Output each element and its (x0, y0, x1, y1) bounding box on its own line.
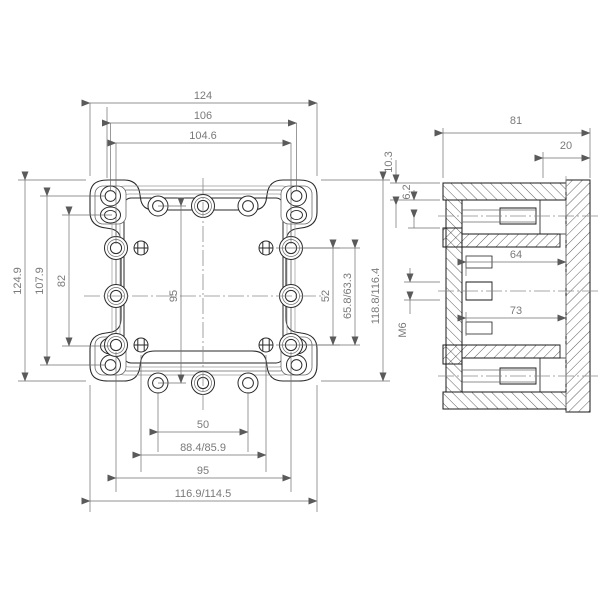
plan-view-geometry (84, 178, 325, 412)
dim-label-124-9: 124.9 (12, 267, 24, 295)
corner-lug-top-right (280, 185, 313, 225)
section-boss-top (499, 207, 537, 225)
section-view-geometry (438, 176, 598, 416)
dim-label-65-8-63-3: 65.8/63.3 (342, 273, 354, 319)
dim-label-104-6: 104.6 (189, 130, 217, 142)
section-top-wall (442, 182, 567, 201)
dim-label-6-2: 6.2 (401, 184, 413, 199)
housing-wall-line-2 (115, 189, 292, 372)
dim-label-95-bottom: 95 (197, 465, 209, 477)
dim-label-10-3: 10.3 (383, 151, 395, 172)
corner-lug-top-left (94, 185, 127, 225)
section-boss-mid-left (465, 281, 493, 301)
dim-label-118-8-116-4: 118.8/116.4 (370, 268, 382, 324)
dim-label-73: 73 (510, 305, 522, 317)
dim-label-m6: M6 (397, 322, 409, 337)
section-left-wall (445, 199, 463, 393)
section-bottom-wall (442, 391, 567, 410)
dim-label-81: 81 (510, 115, 522, 127)
dim-label-64: 64 (510, 249, 522, 261)
dim-label-106: 106 (194, 110, 212, 122)
section-inner-rib-upper (461, 233, 561, 248)
section-boss-bottom (499, 367, 537, 385)
dim-label-88-4-85-9: 88.4/85.9 (180, 442, 226, 454)
dim-label-50: 50 (197, 419, 209, 431)
section-right-wall (565, 179, 591, 413)
housing-wall-line-3 (119, 193, 288, 368)
section-dimension-lines (390, 128, 591, 336)
dim-label-124: 124 (194, 90, 212, 102)
dim-label-116-9-114-5: 116.9/114.5 (175, 488, 231, 500)
dim-label-52: 52 (320, 290, 332, 302)
dim-label-95-vertical: 95 (168, 290, 180, 302)
plan-dimension-lines (18, 99, 390, 512)
dim-label-82: 82 (56, 275, 68, 287)
dim-label-107-9: 107.9 (34, 267, 46, 295)
section-inner-rib-lower (461, 344, 561, 359)
dim-label-20: 20 (560, 140, 572, 152)
